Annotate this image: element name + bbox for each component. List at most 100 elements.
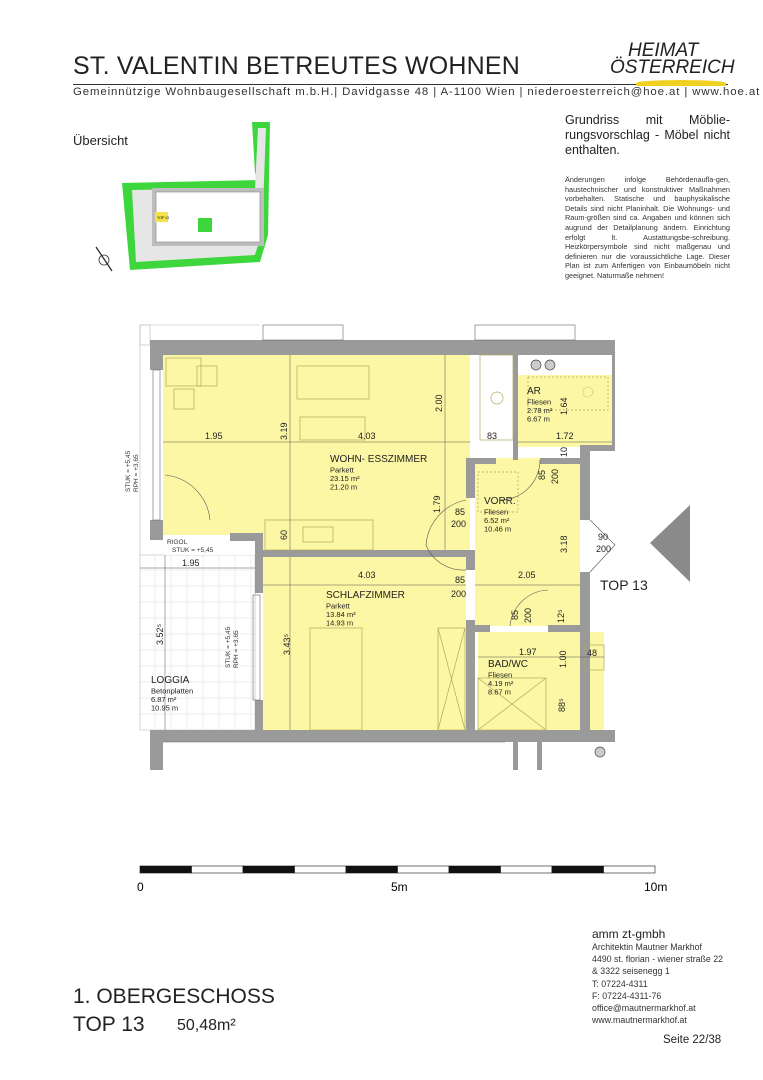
room-perimeter: 14.93 m: [326, 619, 353, 628]
svg-text:3.52⁵: 3.52⁵: [155, 623, 165, 645]
entrance-marker-icon: [650, 505, 690, 582]
svg-text:1.95: 1.95: [182, 558, 200, 568]
architect-line: 4490 st. florian - wiener straße 22: [592, 954, 724, 965]
scale-segment: [397, 865, 450, 874]
svg-text:200: 200: [550, 469, 560, 484]
scale-segment: [603, 865, 656, 874]
svg-text:12⁵: 12⁵: [556, 609, 566, 623]
company-contact-line: Gemeinnützige Wohnbaugesellschaft m.b.H.…: [73, 86, 761, 98]
svg-text:1.95: 1.95: [205, 431, 223, 441]
svg-text:3.43⁵: 3.43⁵: [282, 633, 292, 655]
scale-segment: [448, 865, 501, 874]
svg-text:200: 200: [596, 544, 611, 554]
plan-heading: Grundriss mit Möblie-rungsvorschlag - Mö…: [565, 113, 730, 157]
svg-text:STUK = +5,45: STUK = +5,45: [225, 626, 232, 668]
svg-text:3.19: 3.19: [279, 422, 289, 440]
svg-text:RIGOL: RIGOL: [167, 539, 188, 546]
floor-label: 1. OBERGESCHOSS: [73, 985, 275, 1008]
svg-text:10: 10: [559, 447, 569, 457]
svg-text:TOP 13: TOP 13: [157, 216, 169, 220]
scale-segment: [139, 865, 192, 874]
svg-text:83: 83: [487, 431, 497, 441]
svg-text:1.00: 1.00: [558, 650, 568, 668]
room-area: 13.84 m²: [326, 610, 356, 619]
scale-bar: [139, 865, 656, 874]
svg-text:STUK = +5,45: STUK = +5,45: [172, 547, 214, 554]
meter-icon: [594, 746, 606, 758]
unit-area: 50,48m²: [177, 1017, 236, 1034]
architect-website[interactable]: www.mautnermarkhof.at: [592, 1015, 687, 1026]
room-name: AR: [527, 386, 541, 397]
unit-label: TOP 13: [600, 577, 648, 593]
scale-segment: [500, 865, 553, 874]
scale-label-end: 10m: [644, 880, 667, 894]
svg-text:85: 85: [537, 470, 547, 480]
room-perimeter: 6.67 m: [527, 415, 550, 424]
svg-text:RPH = +3,65: RPH = +3,65: [233, 630, 240, 668]
room-name: BAD/WC: [488, 659, 528, 670]
room-floor: Fliesen: [484, 508, 508, 517]
room-ar: [518, 375, 612, 447]
room-vorraum: [475, 458, 580, 626]
room-name: LOGGIA: [151, 675, 190, 686]
door-swings: [164, 459, 616, 627]
dimension-texts: 1.95 3.19 4.03 2.00 83 1.72 1.64 10 85 2…: [155, 394, 611, 712]
room-floor: Parkett: [330, 466, 355, 475]
disclaimer-text: Änderungen infolge Behördenaufla-gen, ha…: [565, 175, 730, 280]
svg-text:1.64: 1.64: [559, 397, 569, 415]
level-labels: RIGOL STUK = +5,45 STUK = +5,45 RPH = +3…: [125, 450, 240, 668]
loggia-area: [139, 554, 256, 731]
svg-text:1.72: 1.72: [556, 431, 574, 441]
svg-text:2.05: 2.05: [518, 570, 536, 580]
svg-text:4.03: 4.03: [358, 431, 376, 441]
room-perimeter: 8.67 m: [488, 688, 511, 697]
room-name: WOHN- ESSZIMMER: [330, 454, 427, 465]
architect-line: & 3322 seisenegg 1: [592, 966, 670, 977]
room-floor: Betonplatten: [151, 687, 193, 696]
room-area: 6.52 m²: [484, 516, 510, 525]
svg-text:STUK = +5,45: STUK = +5,45: [125, 450, 132, 492]
scale-segment: [242, 865, 295, 874]
room-perimeter: 10.46 m: [484, 525, 511, 534]
svg-text:200: 200: [451, 589, 466, 599]
svg-text:4.03: 4.03: [358, 570, 376, 580]
scale-segment: [294, 865, 347, 874]
room-wohn-esszimmer: [163, 355, 470, 550]
room-area: 23.15 m²: [330, 474, 360, 483]
architect-email[interactable]: office@mautnermarkhof.at: [592, 1003, 696, 1014]
architect-block: amm zt-gmbh Architektin Mautner Markhof …: [592, 927, 723, 1026]
svg-text:200: 200: [451, 519, 466, 529]
header-rule: [73, 84, 728, 85]
room-perimeter: 21.20 m: [330, 483, 357, 492]
site-overview-map: TOP 13: [95, 122, 270, 272]
room-area: 2.78 m²: [527, 406, 553, 415]
room-name: SCHLAFZIMMER: [326, 590, 405, 601]
logo-swoosh: [636, 80, 726, 86]
room-area: 4.19 m²: [488, 679, 514, 688]
architect-name: amm zt-gmbh: [592, 927, 666, 941]
scale-segment: [551, 865, 604, 874]
svg-text:2.00: 2.00: [434, 394, 444, 412]
overview-label: Übersicht: [73, 133, 128, 148]
room-floor: Parkett: [326, 602, 351, 611]
svg-text:1.79: 1.79: [432, 495, 442, 513]
room-perimeter: 10.95 m: [151, 704, 178, 713]
svg-text:RPH = +3,65: RPH = +3,65: [133, 454, 140, 492]
architect-phone: T: 07224-4311: [592, 978, 648, 989]
room-name: VORR.: [484, 496, 516, 507]
furniture: [165, 354, 609, 731]
svg-text:85: 85: [510, 610, 520, 620]
meter-icon: [544, 359, 556, 371]
heimat-oesterreich-logo: HEIMAT ÖSTERREICH: [606, 40, 735, 88]
architect-line: Architektin Mautner Markhof: [592, 942, 703, 952]
architect-fax: F: 07224-4311-76: [592, 990, 662, 1001]
overview-unit-highlight: [155, 212, 168, 222]
svg-text:48: 48: [587, 648, 597, 658]
scale-label-start: 0: [137, 880, 144, 894]
project-title: ST. VALENTIN BETREUTES WOHNEN: [73, 52, 521, 80]
windows: [152, 324, 576, 701]
room-floor: Fliesen: [488, 671, 512, 680]
page-number: Seite 22/38: [663, 1034, 722, 1046]
